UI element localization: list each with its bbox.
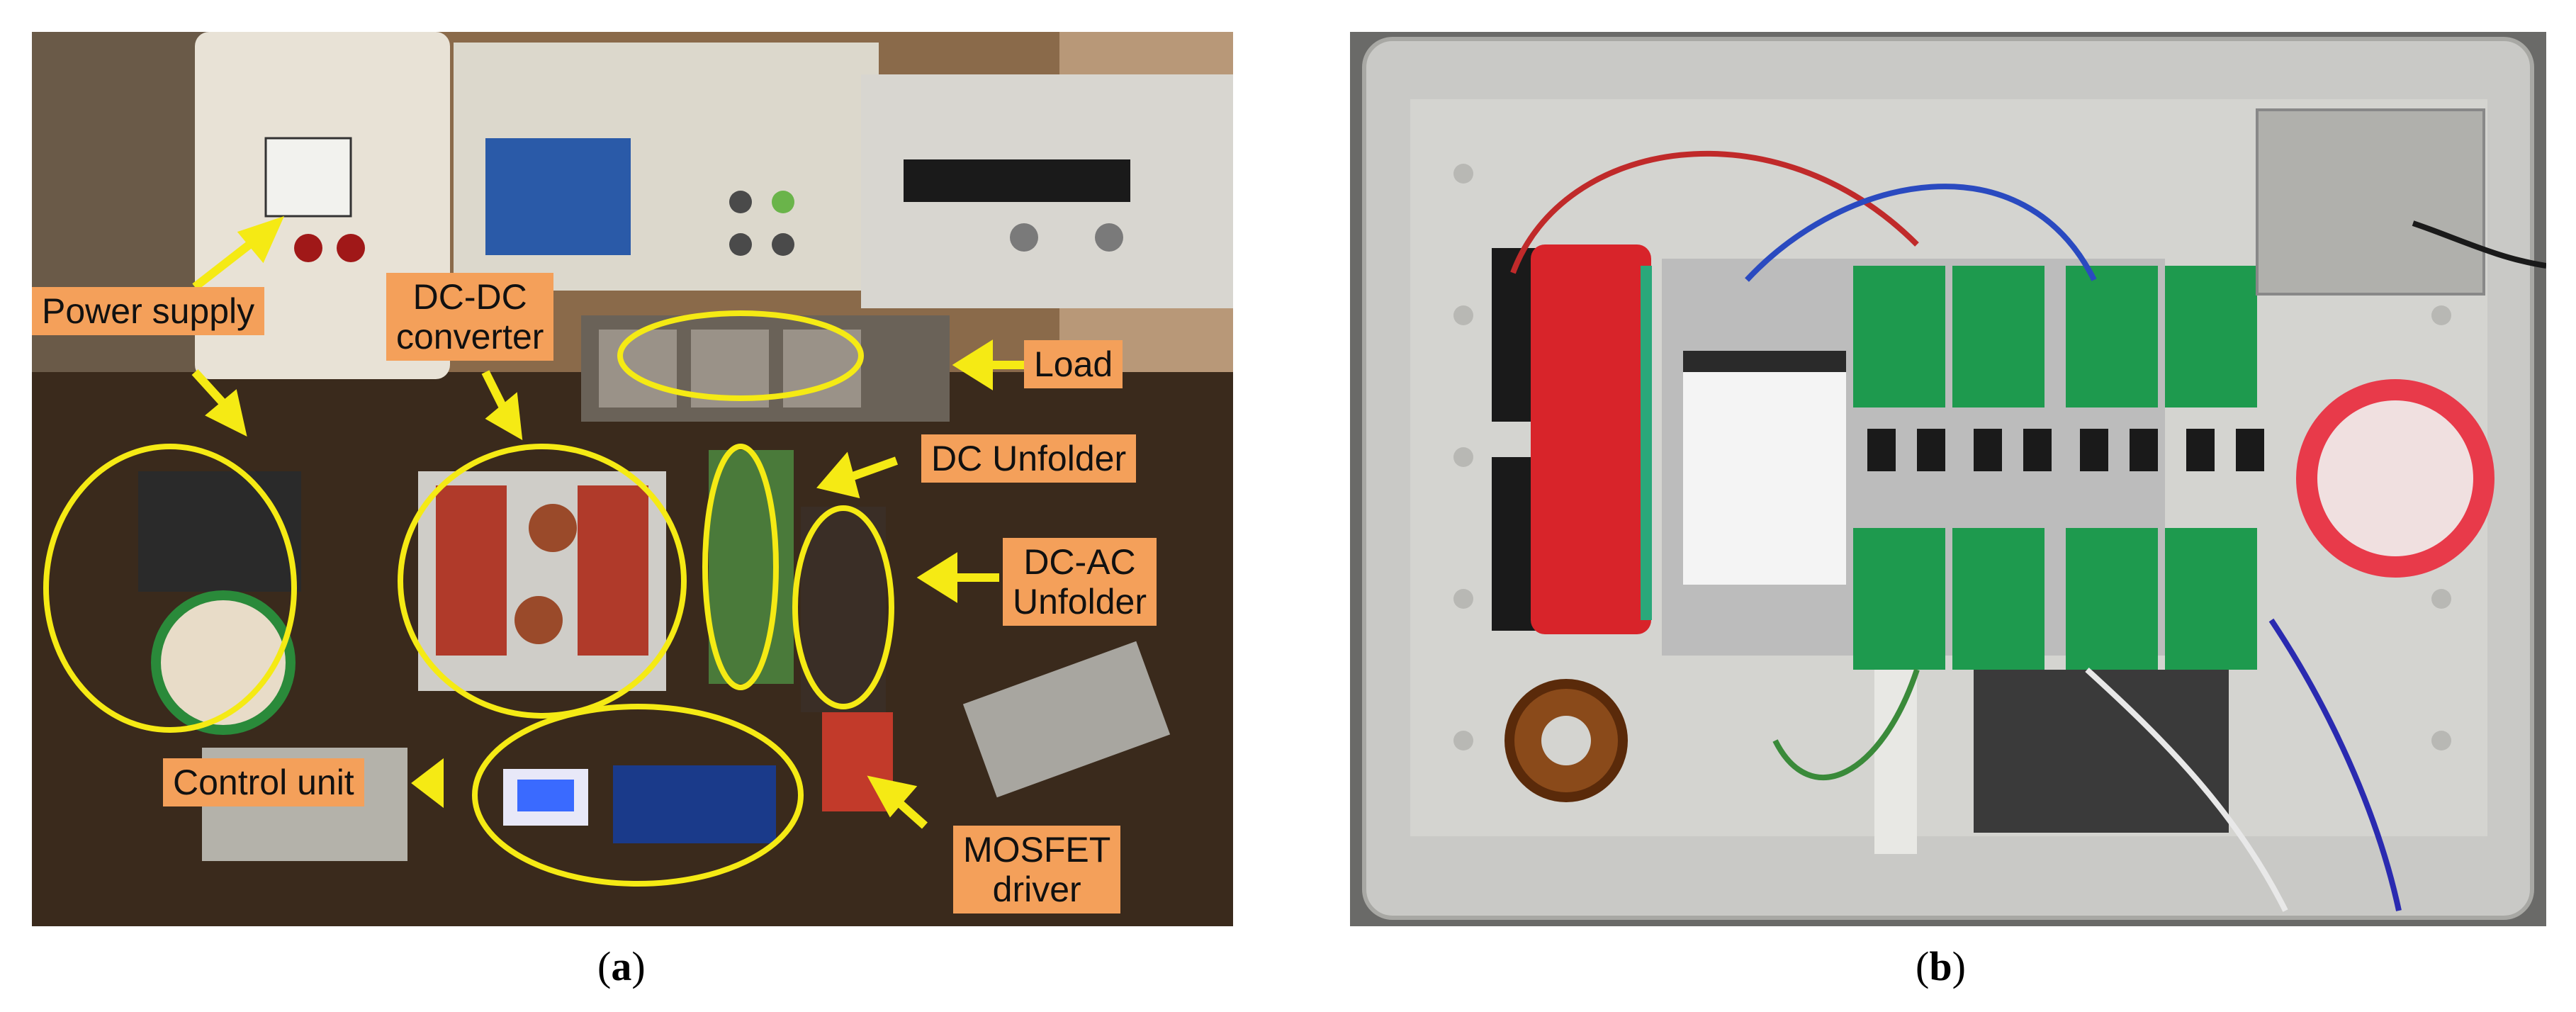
toroid-inductor xyxy=(151,590,296,735)
output-inductor xyxy=(2296,379,2495,578)
highlight-dc-ac xyxy=(792,505,894,709)
highlight-power-supply xyxy=(43,444,297,733)
highlight-load xyxy=(617,310,864,401)
label-dc-ac-unfolder: DC-AC Unfolder xyxy=(1003,538,1157,626)
arduino-board xyxy=(613,765,776,843)
terminal-block xyxy=(1874,670,1917,854)
label-power-supply: Power supply xyxy=(32,287,265,335)
caption-b-letter: b xyxy=(1929,943,1952,989)
gate-driver-boards xyxy=(1853,266,2257,670)
lower-heatsink xyxy=(1974,670,2229,833)
enclosure-drawing xyxy=(1350,32,2546,926)
highlight-dc-unfolder xyxy=(702,444,779,690)
label-load: Load xyxy=(1024,340,1123,388)
psu-module xyxy=(2256,108,2485,296)
caption-b: (b) xyxy=(1916,943,1966,989)
controller-board xyxy=(1683,351,1846,585)
label-mosfet-driver: MOSFET driver xyxy=(953,826,1121,913)
label-control-unit: Control unit xyxy=(163,758,364,806)
label-dc-unfolder: DC Unfolder xyxy=(921,434,1137,483)
psu-module-right xyxy=(962,641,1171,798)
fan-duct xyxy=(1531,244,1651,634)
transformer xyxy=(138,471,301,592)
photo-lab-setup: Power supply DC-DC converter Load DC Unf… xyxy=(32,32,1233,926)
caption-a-letter: a xyxy=(611,943,632,989)
highlight-dc-dc xyxy=(398,444,687,719)
highlight-control xyxy=(472,704,804,887)
caption-a: (a) xyxy=(597,943,646,989)
dc-ac-unfolder-board xyxy=(801,507,886,712)
label-dc-dc-converter: DC-DC converter xyxy=(386,273,554,361)
dc-unfolder-board xyxy=(709,450,794,684)
photo-enclosure xyxy=(1350,32,2546,926)
